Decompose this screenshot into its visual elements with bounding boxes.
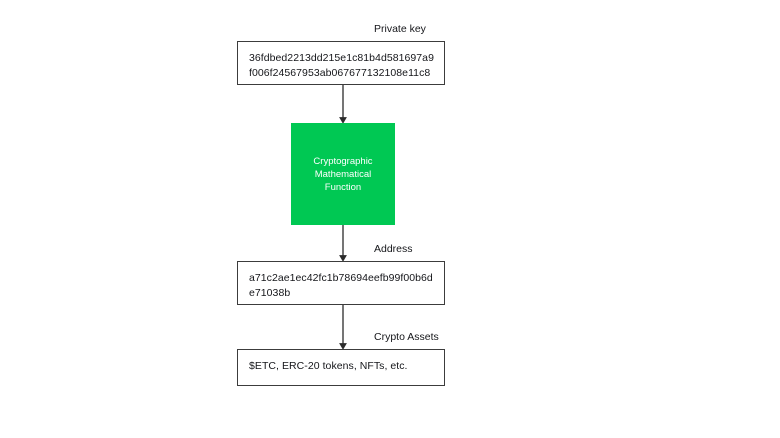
private-key-value: 36fdbed2213dd215e1c81b4d581697a9f006f245… — [249, 52, 434, 79]
crypto-assets-value: $ETC, ERC-20 tokens, NFTs, etc. — [249, 360, 408, 372]
crypto-assets-label: Crypto Assets — [374, 331, 439, 343]
address-label: Address — [374, 243, 413, 255]
address-value: a71c2ae1ec42fc1b78694eefb99f00b6de71038b — [249, 272, 433, 299]
cryptographic-function-label: Cryptographic Mathematical Function — [313, 155, 373, 193]
private-key-label: Private key — [374, 23, 426, 35]
cryptographic-function-box: Cryptographic Mathematical Function — [291, 123, 395, 225]
private-key-box: 36fdbed2213dd215e1c81b4d581697a9f006f245… — [237, 41, 445, 85]
address-box: a71c2ae1ec42fc1b78694eefb99f00b6de71038b — [237, 261, 445, 305]
crypto-assets-box: $ETC, ERC-20 tokens, NFTs, etc. — [237, 349, 445, 386]
